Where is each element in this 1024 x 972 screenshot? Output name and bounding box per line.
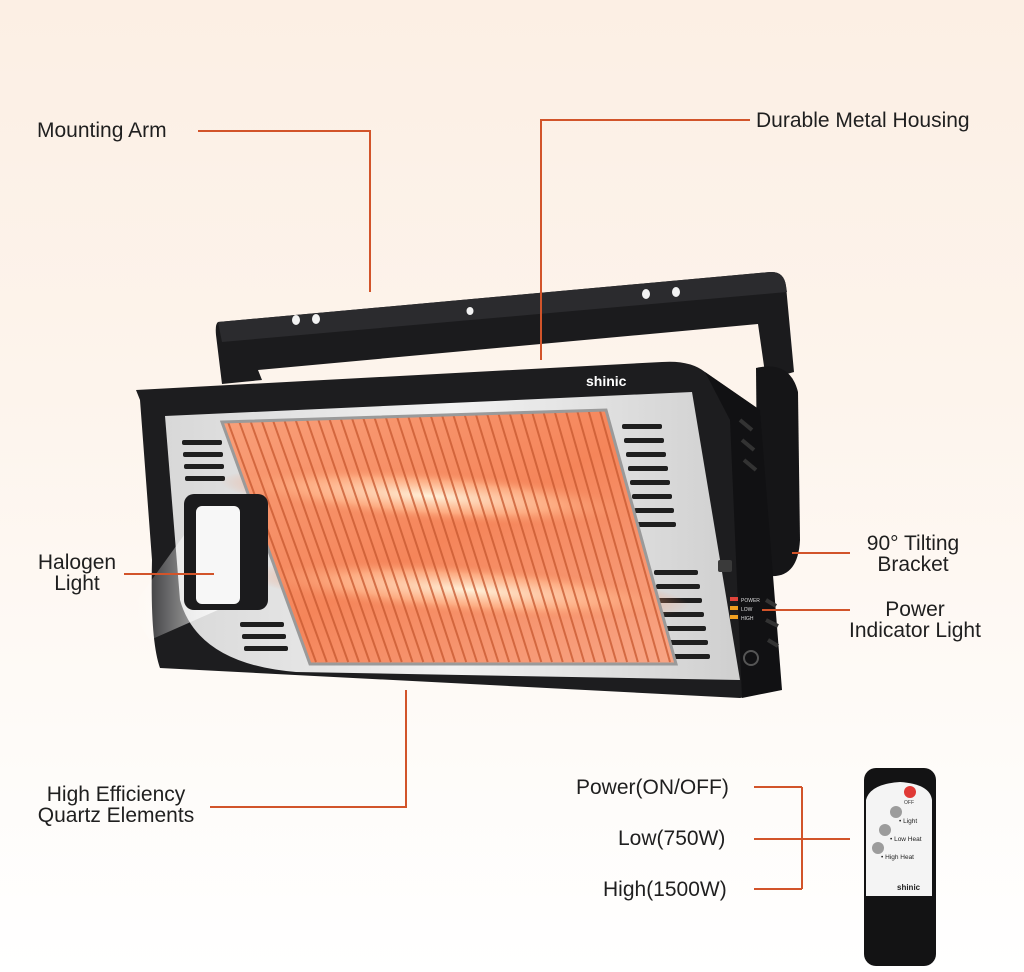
- callout-halogen-line1: Halogen: [37, 551, 117, 574]
- grille-wire: [317, 419, 403, 663]
- callout-quartz-line2: Quartz Elements: [37, 804, 195, 827]
- mounting-bracket: [215, 271, 794, 384]
- grille-wire: [238, 421, 328, 663]
- grille-wire: [249, 420, 339, 663]
- grille-wire: [328, 418, 414, 663]
- callout-power-line1: Power: [885, 598, 945, 621]
- callout-tilting-bracket: 90° Tilting Bracket: [852, 533, 974, 575]
- grille-wire: [260, 420, 350, 663]
- grille-wire: [565, 411, 639, 663]
- grille-wire: [599, 410, 671, 663]
- grille-wire: [576, 411, 650, 663]
- grille-wire: [407, 416, 489, 663]
- callout-halogen-line2: Light: [54, 572, 100, 595]
- remote-low-text: • Low Heat: [890, 836, 922, 843]
- grille-wire: [373, 417, 457, 663]
- grille-wire: [452, 415, 532, 663]
- quartz-elements: [219, 408, 690, 666]
- callout-quartz-line1: High Efficiency: [46, 783, 186, 806]
- grille-wire: [475, 414, 553, 663]
- remote-control: OFF • Light • Low Heat • High Heat shini…: [864, 768, 936, 966]
- remote-light-button-icon: [890, 806, 902, 818]
- right-vent-slits: [622, 424, 710, 659]
- grille-wire: [339, 418, 425, 663]
- grille-wire: [542, 412, 618, 663]
- grille-wire: [441, 415, 521, 663]
- remote-high-text: • High Heat: [881, 854, 914, 861]
- grille-wire: [497, 413, 575, 663]
- remote-high-button-icon: [872, 842, 884, 854]
- grille-wire: [553, 412, 629, 663]
- callout-remote-low: Low(750W): [618, 827, 726, 850]
- remote-off-button-icon: [904, 786, 916, 798]
- grille-wire: [351, 418, 435, 663]
- grille-wire: [384, 417, 468, 663]
- grille-wire: [294, 419, 382, 663]
- left-vent-slits: [182, 440, 288, 651]
- callout-tilting-line2: Bracket: [877, 553, 949, 576]
- grille-wire: [531, 412, 607, 663]
- indicator-power-text: POWER: [741, 598, 760, 604]
- callout-metal-housing: Durable Metal Housing: [756, 109, 970, 132]
- grille-wire: [272, 420, 360, 663]
- callout-lines: [124, 119, 850, 890]
- control-panel: POWER LOW HIGH: [718, 560, 760, 666]
- grille-wire: [520, 413, 596, 663]
- grille-wire: [362, 417, 446, 663]
- grille-wire: [305, 419, 393, 663]
- remote-brand-logo: shinic: [897, 883, 921, 892]
- callout-remote-high: High(1500W): [603, 878, 727, 901]
- callout-remote-power: Power(ON/OFF): [576, 776, 729, 799]
- indicator-low-text: LOW: [741, 607, 753, 613]
- grille-wire: [429, 415, 511, 663]
- remote-low-button-icon: [879, 824, 891, 836]
- grille-wire: [508, 413, 586, 663]
- remote-light-text: • Light: [899, 818, 917, 825]
- grille-wire: [283, 420, 371, 663]
- heater-brand-logo: shinic: [586, 373, 627, 389]
- callout-quartz-elements: High Efficiency Quartz Elements: [28, 784, 204, 826]
- callout-tilting-line1: 90° Tilting: [866, 532, 960, 555]
- callout-power-line2: Indicator Light: [849, 619, 981, 642]
- power-button-icon: [743, 650, 759, 666]
- callout-power-indicator: Power Indicator Light: [836, 599, 994, 641]
- grille-wire: [396, 416, 478, 663]
- grille-wire: [587, 411, 661, 663]
- grille-wire: [227, 421, 317, 663]
- grille-wire: [463, 414, 543, 663]
- remote-off-text: OFF: [904, 800, 914, 806]
- callout-halogen-light: Halogen Light: [28, 552, 126, 594]
- callout-mounting-arm: Mounting Arm: [37, 119, 167, 142]
- grille-wire: [486, 414, 564, 663]
- grille-wire: [418, 416, 500, 663]
- indicator-high-text: HIGH: [741, 616, 754, 622]
